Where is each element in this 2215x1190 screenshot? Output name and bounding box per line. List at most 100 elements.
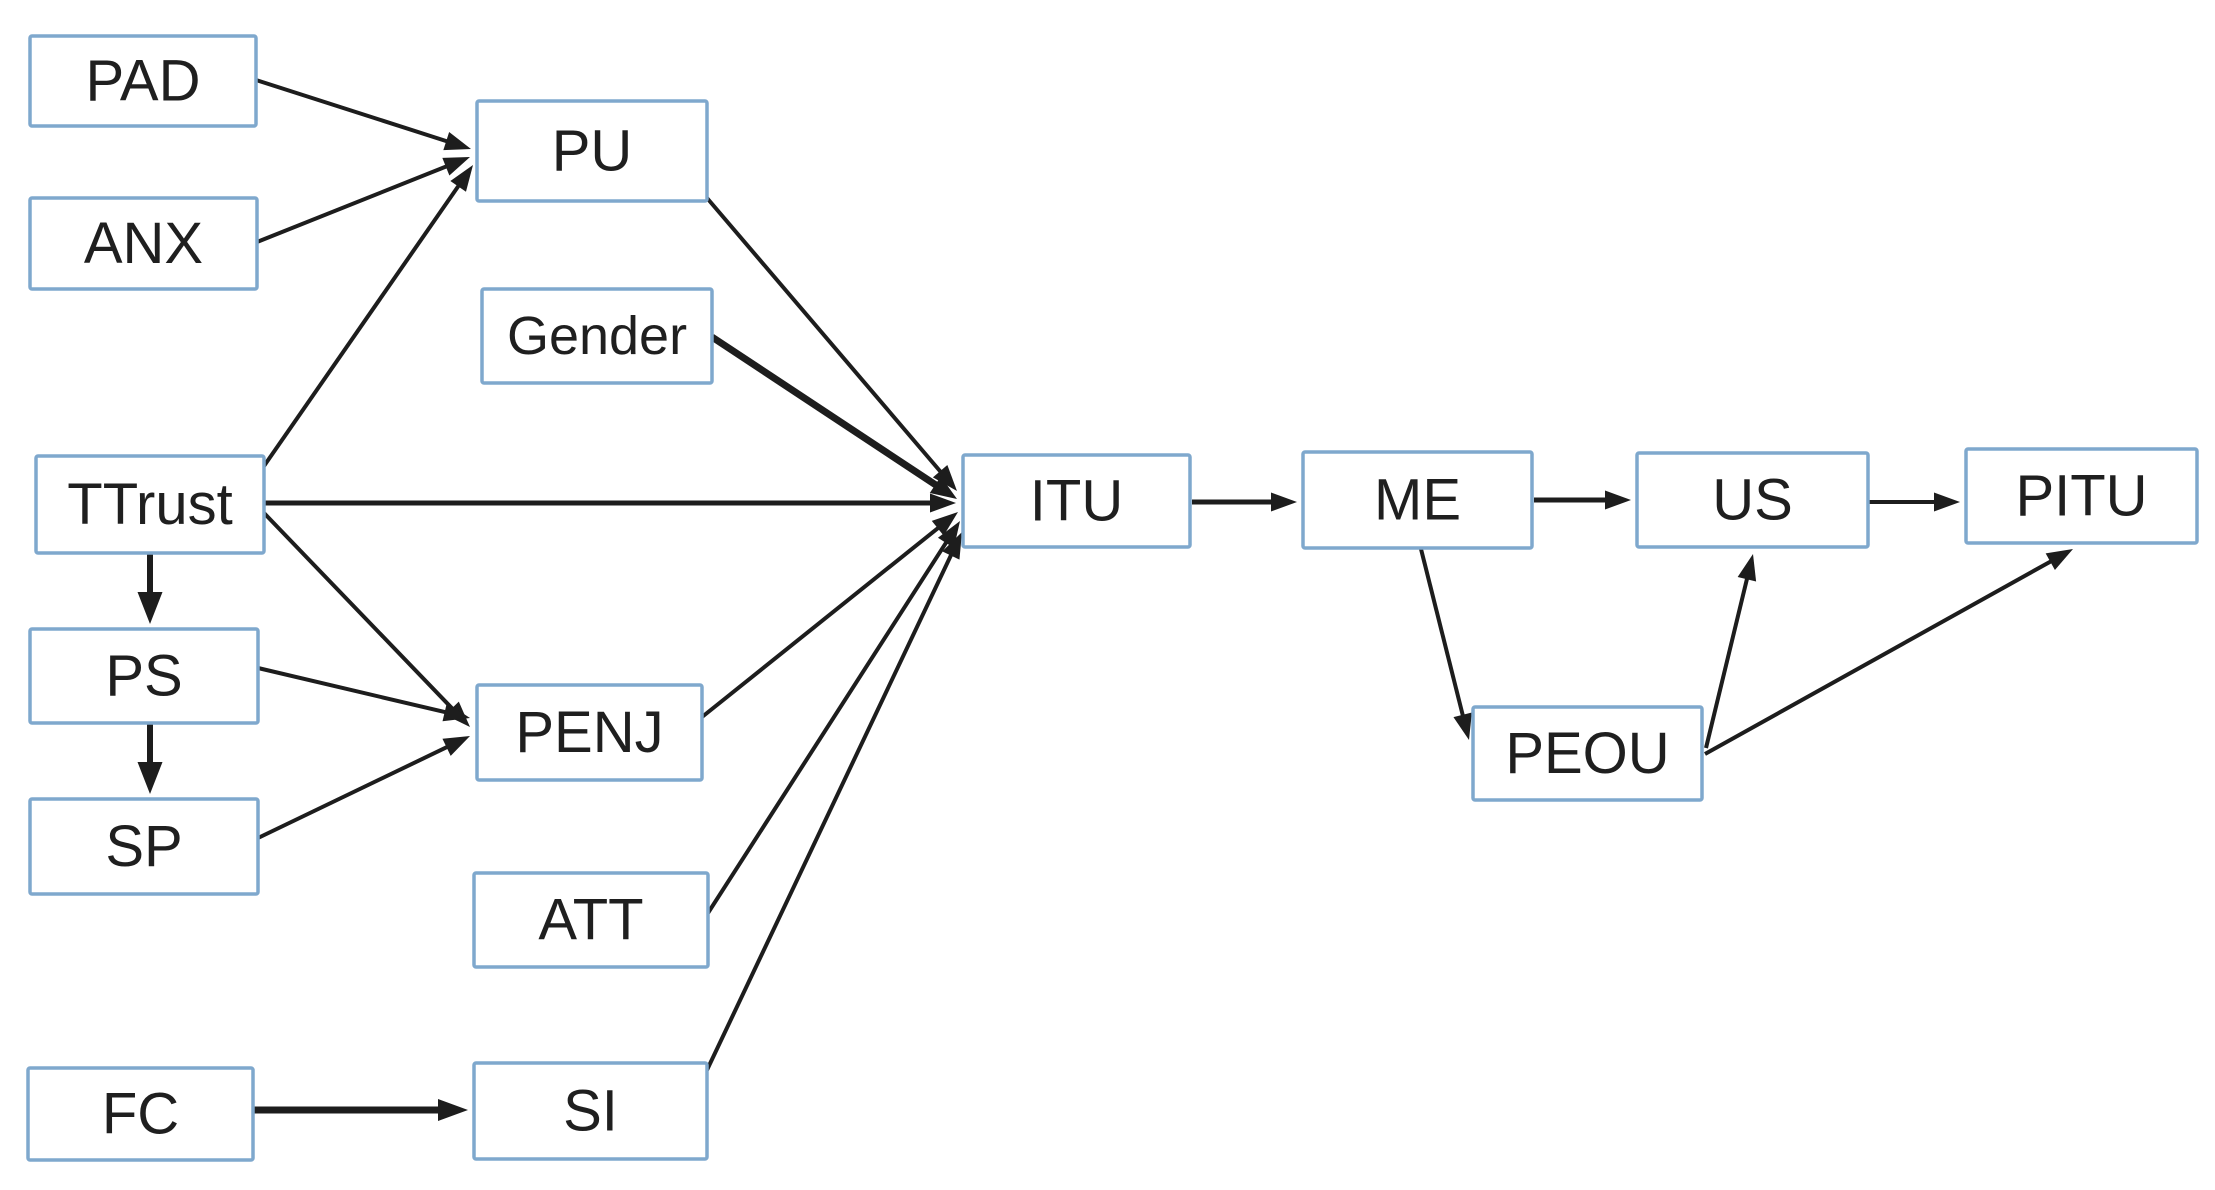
edge-line-PEOU-PITU — [1704, 558, 2054, 756]
arrowhead-icon — [1605, 490, 1631, 510]
edge-PENJ-to-ITU — [700, 512, 958, 719]
node-ME: ME — [1301, 450, 1534, 550]
node-label-SI: SI — [563, 1079, 618, 1144]
node-ATT: ATT — [472, 871, 710, 969]
edge-PEOU-to-PITU — [1704, 549, 2073, 756]
edge-line-PENJ-ITU — [700, 524, 942, 719]
node-label-SP: SP — [105, 814, 182, 879]
arrowhead-icon — [1453, 712, 1472, 740]
edge-FC-to-SI — [253, 1099, 468, 1121]
node-box-US — [1635, 451, 1870, 549]
arrowhead-icon — [137, 592, 163, 624]
edge-SP-to-PENJ — [257, 736, 470, 840]
arrowhead-icon — [1737, 554, 1757, 582]
node-FC: FC — [26, 1066, 255, 1162]
edge-PEOU-to-US — [1704, 554, 1757, 749]
edge-ME-to-PEOU — [1419, 548, 1472, 740]
node-box-ANX — [28, 196, 259, 291]
node-label-PAD: PAD — [86, 49, 201, 114]
node-Gender: Gender — [480, 287, 714, 385]
node-PEOU: PEOU — [1471, 705, 1704, 802]
edge-line-ANX-PU — [256, 163, 450, 244]
node-label-PENJ: PENJ — [515, 700, 663, 765]
node-label-PS: PS — [105, 644, 182, 709]
edge-line-SI-ITU — [705, 551, 954, 1071]
edge-line-PU-ITU — [705, 196, 944, 475]
node-label-PU: PU — [552, 119, 633, 184]
node-PAD: PAD — [28, 34, 258, 128]
node-PENJ: PENJ — [475, 683, 704, 782]
node-label-ANX: ANX — [84, 211, 203, 276]
node-box-TTrust — [34, 454, 266, 555]
node-box-PITU — [1964, 447, 2199, 545]
node-PS: PS — [28, 627, 260, 725]
node-box-PU — [475, 99, 709, 203]
node-box-SP — [28, 797, 260, 896]
edge-line-TTrust-PENJ — [262, 511, 456, 712]
arrowhead-icon — [443, 132, 471, 151]
edge-line-PS-PENJ — [257, 666, 449, 715]
arrowhead-icon — [929, 476, 957, 499]
arrowhead-icon — [942, 532, 962, 560]
edge-PU-to-ITU — [705, 196, 957, 491]
arrowhead-icon — [2045, 549, 2073, 570]
node-box-ATT — [472, 871, 710, 969]
edge-TTrust-to-PS — [137, 553, 163, 624]
node-label-ATT: ATT — [538, 888, 643, 953]
node-box-PAD — [28, 34, 258, 128]
edge-ANX-to-PU — [256, 157, 470, 244]
edge-PAD-to-PU — [255, 78, 471, 151]
edge-US-to-PITU — [1869, 492, 1960, 512]
edge-Gender-to-ITU — [710, 334, 957, 499]
node-SI: SI — [472, 1061, 709, 1161]
node-label-PITU: PITU — [2015, 464, 2147, 529]
edge-PS-to-SP — [137, 723, 163, 794]
arrowhead-icon — [1934, 492, 1960, 512]
edge-ATT-to-ITU — [706, 521, 960, 915]
arrowhead-icon — [931, 512, 958, 536]
edge-line-ME-PEOU — [1419, 548, 1466, 719]
node-SP: SP — [28, 797, 260, 896]
edge-line-PEOU-US — [1704, 575, 1750, 749]
node-ITU: ITU — [961, 453, 1192, 549]
node-box-Gender — [480, 287, 714, 385]
node-box-PEOU — [1471, 705, 1704, 802]
node-PU: PU — [475, 99, 709, 203]
node-label-US: US — [1712, 468, 1793, 533]
arrowhead-icon — [450, 165, 473, 192]
arrowhead-icon — [1271, 492, 1297, 512]
node-label-ME: ME — [1374, 468, 1461, 533]
node-label-FC: FC — [102, 1082, 179, 1147]
arrowhead-icon — [137, 762, 163, 794]
arrowhead-icon — [930, 493, 956, 513]
arrowhead-icon — [932, 465, 957, 491]
edge-ITU-to-ME — [1192, 492, 1297, 512]
node-box-FC — [26, 1066, 255, 1162]
node-box-ME — [1301, 450, 1534, 550]
edge-TTrust-to-PU — [262, 165, 473, 468]
edge-line-ATT-ITU — [706, 539, 950, 915]
arrowhead-icon — [442, 736, 470, 756]
edge-line-Gender-ITU — [710, 334, 940, 490]
edge-line-PAD-PU — [255, 78, 450, 144]
arrowhead-icon — [442, 702, 470, 722]
node-label-TTrust: TTrust — [67, 472, 232, 537]
node-box-PS — [28, 627, 260, 725]
arrowhead-icon — [438, 1099, 468, 1121]
node-US: US — [1635, 451, 1870, 549]
arrowhead-icon — [442, 157, 470, 176]
edge-ME-to-US — [1534, 490, 1631, 510]
node-box-ITU — [961, 453, 1192, 549]
edge-line-TTrust-PU — [262, 182, 462, 468]
edge-PS-to-PENJ — [257, 666, 470, 722]
node-TTrust: TTrust — [34, 454, 266, 555]
node-box-SI — [472, 1061, 709, 1161]
node-box-PENJ — [475, 683, 704, 782]
node-label-PEOU: PEOU — [1505, 721, 1669, 786]
edge-TTrust-to-ITU — [264, 493, 956, 513]
node-ANX: ANX — [28, 196, 259, 291]
edge-line-SP-PENJ — [257, 744, 451, 840]
node-PITU: PITU — [1964, 447, 2199, 545]
